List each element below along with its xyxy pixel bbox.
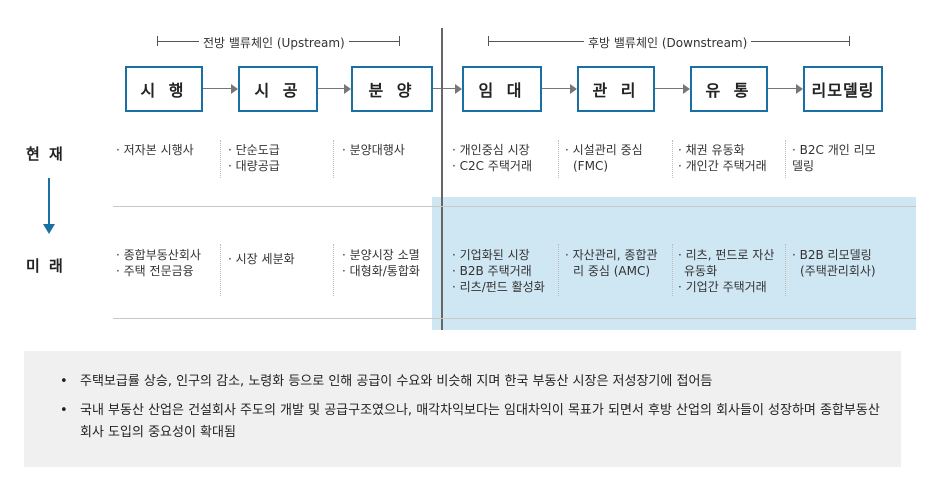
future-sales: · 분양시장 소멸 · 대형화/통합화 [342, 248, 420, 278]
transition-arrow-line [48, 178, 50, 226]
arrowhead-5 [683, 84, 690, 94]
column-separator [785, 140, 786, 178]
summary-notes-box: • 주택보급률 상승, 인구의 감소, 노령화 등으로 인해 공급이 수요와 비… [24, 351, 901, 467]
downstream-future-highlight [432, 197, 916, 330]
arrowhead-3 [455, 84, 462, 94]
downstream-label: 후방 밸류체인 (Downstream) [584, 34, 752, 51]
stage-remodeling: 리모델링 [803, 66, 883, 112]
stage-sales: 분 양 [351, 66, 433, 112]
arrowhead-6 [796, 84, 803, 94]
current-development: · 저자본 시행사 [116, 143, 194, 157]
flow-arrow-3 [433, 88, 455, 89]
future-lease: · 기업화된 시장 · B2B 주택거래 · 리츠/펀드 활성화 [452, 248, 545, 294]
flow-arrow-6 [768, 88, 796, 89]
current-remodeling: · B2C 개인 리모 델링 [792, 143, 876, 173]
column-separator [220, 140, 221, 178]
current-distribution: · 채권 유동화 · 개인간 주택거래 [678, 143, 767, 173]
future-construction: · 시장 세분화 [228, 252, 295, 266]
column-separator [672, 140, 673, 178]
arrowhead-2 [344, 84, 351, 94]
bullet-icon: • [60, 374, 68, 389]
stage-management: 관 리 [577, 66, 655, 112]
stage-distribution: 유 통 [690, 66, 768, 112]
flow-arrow-5 [655, 88, 683, 89]
column-separator [558, 244, 559, 296]
flow-arrow-4 [542, 88, 570, 89]
down-arrow-icon [43, 224, 55, 234]
row-bottom-rule [113, 318, 916, 319]
stage-development: 시 행 [125, 66, 203, 112]
upstream-downstream-divider [441, 28, 443, 330]
current-lease: · 개인중심 시장 · C2C 주택거래 [452, 143, 532, 173]
column-separator [672, 244, 673, 296]
flow-arrow-1 [203, 88, 231, 89]
stage-lease: 임 대 [462, 66, 542, 112]
upstream-label: 전방 밸류체인 (Upstream) [199, 34, 349, 51]
column-separator [333, 140, 334, 178]
future-development: · 종합부동산회사 · 주택 전문금융 [116, 248, 201, 278]
row-label-future: 미 래 [26, 257, 65, 275]
current-construction: · 단순도급 · 대량공급 [228, 143, 280, 173]
current-sales: · 분양대행사 [342, 143, 405, 157]
column-separator [558, 140, 559, 178]
flow-arrow-2 [318, 88, 344, 89]
bullet-icon: • [60, 403, 68, 418]
row-separator [113, 206, 916, 207]
future-management: · 자산관리, 종합관 리 중심 (AMC) [565, 248, 658, 278]
future-distribution: · 리츠, 펀드로 자산 유동화 · 기업간 주택거래 [678, 248, 775, 294]
summary-note-1: • 주택보급률 상승, 인구의 감소, 노령화 등으로 인해 공급이 수요와 비… [60, 371, 885, 393]
current-management: · 시설관리 중심 (FMC) [565, 143, 643, 173]
column-separator [785, 244, 786, 296]
column-separator [333, 244, 334, 296]
row-label-current: 현 재 [26, 145, 65, 163]
arrowhead-4 [570, 84, 577, 94]
summary-note-2: • 국내 부동산 산업은 건설회사 주도의 개발 및 공급구조였으나, 매각차익… [60, 400, 885, 444]
column-separator [220, 244, 221, 296]
future-remodeling: · B2B 리모델링 (주택관리회사) [792, 248, 876, 278]
stage-construction: 시 공 [238, 66, 318, 112]
arrowhead-1 [231, 84, 238, 94]
